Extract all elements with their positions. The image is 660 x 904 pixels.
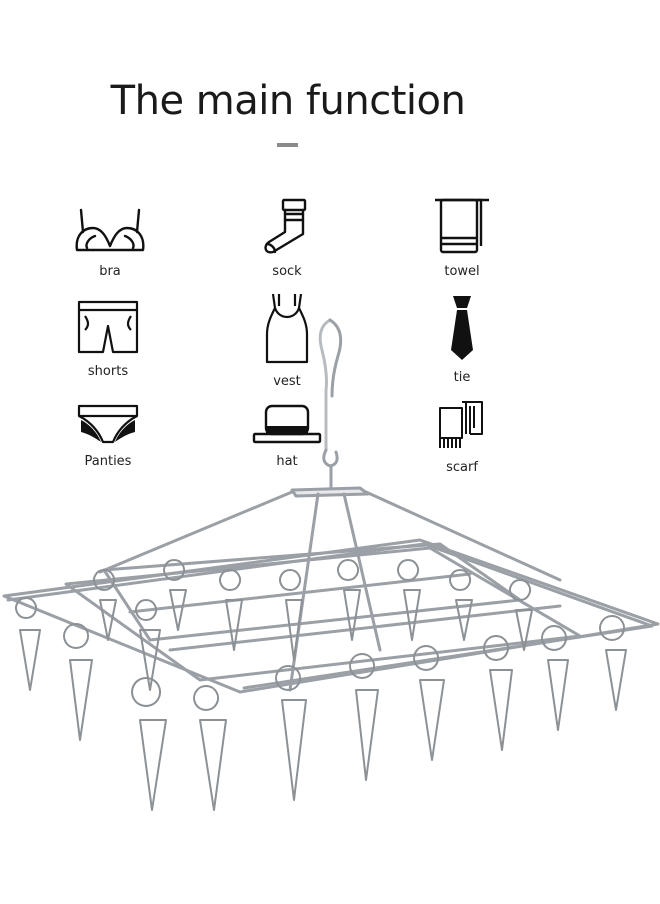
item-label-hat: hat	[276, 454, 298, 469]
item-label-vest: vest	[273, 374, 301, 389]
grid-item-hat: hat	[232, 402, 342, 469]
item-label-sock: sock	[272, 264, 302, 279]
item-label-tie: tie	[453, 370, 471, 385]
grid-item-vest: vest	[232, 290, 342, 389]
grid-item-towel: towel	[407, 196, 517, 279]
bra-icon	[75, 208, 145, 252]
grid-item-panties: Panties	[53, 402, 163, 469]
grid-item-scarf: scarf	[407, 398, 517, 475]
item-label-scarf: scarf	[446, 460, 478, 475]
page-title: The main function	[110, 78, 466, 124]
item-label-shorts: shorts	[87, 364, 129, 379]
scarf-icon	[439, 401, 483, 448]
hat-icon	[252, 404, 322, 444]
item-label-panties: Panties	[84, 454, 132, 469]
grid-item-shorts: shorts	[53, 298, 163, 379]
title-divider	[277, 143, 298, 147]
vest-icon	[265, 293, 309, 364]
item-label-bra: bra	[99, 264, 121, 279]
tie-icon	[451, 296, 473, 360]
sock-icon	[264, 198, 307, 254]
grid-item-bra: bra	[55, 206, 165, 279]
shorts-icon	[77, 300, 139, 354]
grid-item-tie: tie	[407, 294, 517, 385]
towel-icon	[435, 198, 489, 254]
panties-icon	[77, 404, 139, 444]
clothes-rack-image	[2, 318, 660, 811]
grid-item-sock: sock	[232, 196, 342, 279]
item-label-towel: towel	[444, 264, 480, 279]
